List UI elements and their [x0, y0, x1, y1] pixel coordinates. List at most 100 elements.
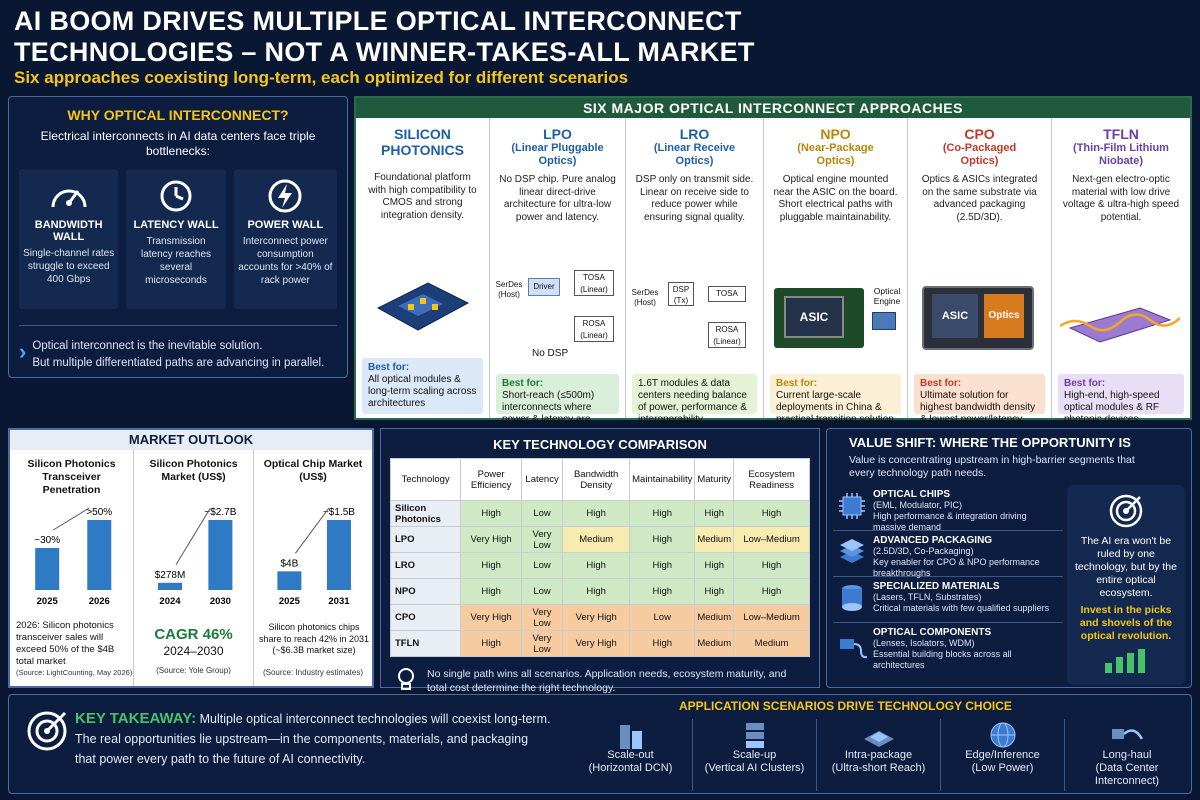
- table-cell: High: [733, 552, 810, 579]
- table-header: Technology: [389, 458, 462, 501]
- approach-tfln: TFLN (Thin-Film Lithium Niobate) Next-ge…: [1052, 118, 1190, 425]
- penetration-bar-chart: ~30%2025>50%2026: [34, 507, 112, 607]
- target-icon: [27, 711, 67, 751]
- table-header: Latency: [520, 458, 564, 501]
- table-cell: LRO: [389, 552, 462, 579]
- lpo-note: No DSP: [532, 348, 569, 359]
- table-cell: Silicon Photonics: [389, 500, 462, 527]
- bottleneck-cards: BANDWIDTH WALL Single-channel rates stru…: [9, 169, 347, 309]
- speedometer-icon: [51, 189, 87, 208]
- table-cell: High: [562, 500, 631, 527]
- value-shift-heading: VALUE SHIFT: WHERE THE OPPORTUNITY IS: [849, 435, 1131, 450]
- table-cell: High: [562, 552, 631, 579]
- chart-title: Optical Chip Market (US$): [263, 458, 363, 483]
- approach-name: TFLN: [1103, 126, 1139, 142]
- table-cell: Medium: [694, 630, 735, 657]
- approach-lro: LRO (Linear Receive Optics) DSP only on …: [626, 118, 764, 425]
- approach-desc: Foundational platform with high compatib…: [368, 172, 477, 221]
- tick-label: 2024: [159, 596, 181, 607]
- lro-tosa: TOSA: [708, 286, 746, 302]
- six-approaches-heading: SIX MAJOR OPTICAL INTERCONNECT APPROACHE…: [356, 98, 1190, 118]
- growth-bars-icon: [1105, 649, 1145, 673]
- table-cell: High: [460, 578, 522, 605]
- cpo-asic: ASIC: [932, 294, 978, 338]
- table-cell: High: [460, 552, 522, 579]
- tick-label: 2025: [37, 596, 59, 607]
- connector-icon: [840, 639, 867, 659]
- table-cell: Very High: [562, 630, 631, 657]
- npo-engine: Optical Engine: [873, 286, 901, 306]
- data-label: ~$1.5B: [323, 507, 355, 518]
- scenario-list: Scale-out(Horizontal DCN) Scale-up(Verti…: [569, 719, 1189, 791]
- approach-desc: DSP only on transmit side. Linear on rec…: [635, 174, 754, 223]
- chart-note: 2026: Silicon photonics transceiver sale…: [16, 620, 115, 667]
- tick-label: 2030: [210, 596, 231, 607]
- approach-sub: (Linear Receive Optics): [653, 142, 736, 167]
- scenario-edge-inference: Edge/Inference(Low Power): [941, 719, 1065, 791]
- bandwidth-wall-text: Single-channel rates struggle to exceed …: [23, 248, 115, 285]
- market-outlook-panel: MARKET OUTLOOK Silicon Photonics Transce…: [8, 428, 374, 688]
- approach-npo: NPO (Near-Package Optics) Optical engine…: [764, 118, 908, 425]
- lro-diagram: SerDes (Host) DSP (Tx) TOSA ROSA (Linear…: [628, 278, 762, 358]
- npo-asic: ASIC: [784, 296, 844, 338]
- market-charts: Silicon Photonics Transceiver Penetratio…: [10, 450, 372, 686]
- building-icon: [619, 725, 642, 749]
- clock-icon: [160, 180, 192, 212]
- best-for-box: Best for:Short-reach (≤500m) interconnec…: [496, 374, 619, 437]
- table-cell: NPO: [389, 578, 462, 605]
- why-panel: WHY OPTICAL INTERCONNECT? Electrical int…: [8, 96, 348, 378]
- approach-desc: Optical engine mounted near the ASIC on …: [773, 174, 898, 223]
- scenario-long-haul: Long-haul(Data Center Interconnect): [1065, 719, 1189, 791]
- approach-silicon-photonics: SILICON PHOTONICS Foundational platform …: [356, 118, 490, 418]
- power-wall-label: POWER WALL: [247, 219, 324, 231]
- data-label: ~$2.7B: [204, 507, 236, 518]
- market-chart-0: Silicon Photonics Transceiver Penetratio…: [10, 450, 134, 686]
- takeaway-label: KEY TAKEAWAY:: [75, 710, 197, 727]
- comparison-note-row: No single path wins all scenarios. Appli…: [395, 667, 805, 695]
- comparison-note: No single path wins all scenarios. Appli…: [427, 668, 787, 694]
- data-label: >50%: [86, 507, 112, 518]
- lpo-serdes: SerDes (Host): [495, 280, 523, 299]
- approach-desc: Next-gen electro-optic material with low…: [1062, 174, 1180, 223]
- trend-arrow: [175, 507, 211, 566]
- chart-title: Silicon Photonics Transceiver Penetratio…: [27, 458, 116, 496]
- value-item-optical-chips: OPTICAL CHIPS(EML, Modulator, PIC)High p…: [833, 485, 1063, 532]
- scenario-intra-package: Intra-package(Ultra-short Reach): [817, 719, 941, 791]
- table-cell: High: [460, 500, 522, 527]
- why-heading: WHY OPTICAL INTERCONNECT?: [67, 107, 289, 123]
- table-cell: Very Low: [520, 526, 564, 553]
- bar: [208, 520, 233, 590]
- approach-cpo: CPO (Co-Packaged Optics) Optics & ASICs …: [908, 118, 1052, 425]
- approach-name: LRO: [679, 126, 710, 142]
- approach-name: NPO: [820, 126, 851, 142]
- value-quote: The AI era won't be ruled by one technol…: [1075, 535, 1177, 599]
- power-wall-text: Interconnect power consumption accounts …: [238, 236, 333, 286]
- table-cell: Low: [520, 578, 564, 605]
- approach-desc: No DSP chip. Pure analog linear direct-d…: [499, 174, 616, 223]
- table-header: Bandwidth Density: [562, 458, 631, 501]
- approach-sub: (Thin-Film Lithium Niobate): [1073, 142, 1169, 167]
- takeaway-text: KEY TAKEAWAY: Multiple optical interconn…: [75, 709, 565, 769]
- chart-source: (Source: Industry estimates): [262, 668, 364, 677]
- chart-title: Silicon Photonics Market (US$): [149, 458, 238, 483]
- bandwidth-wall-card: BANDWIDTH WALL Single-channel rates stru…: [19, 169, 119, 309]
- six-approaches-panel: SIX MAJOR OPTICAL INTERCONNECT APPROACHE…: [354, 96, 1192, 437]
- approach-name: CPO: [964, 126, 995, 142]
- table-cell: Low–Medium: [733, 526, 810, 553]
- data-label: ~30%: [34, 535, 60, 546]
- table-cell: High: [562, 578, 631, 605]
- table-cell: High: [629, 500, 696, 527]
- value-quote-box: The AI era won't be ruled by one technol…: [1067, 485, 1185, 685]
- table-header: Maturity: [694, 458, 735, 501]
- lro-rosa: ROSA (Linear): [708, 322, 746, 348]
- approach-sub: (Co-Packaged Optics): [942, 142, 1017, 167]
- table-cell: Medium: [562, 526, 631, 553]
- best-for-box: 1.6T modules & data centers needing bala…: [632, 374, 757, 425]
- approach-sub: (Near-Package Optics): [797, 142, 874, 167]
